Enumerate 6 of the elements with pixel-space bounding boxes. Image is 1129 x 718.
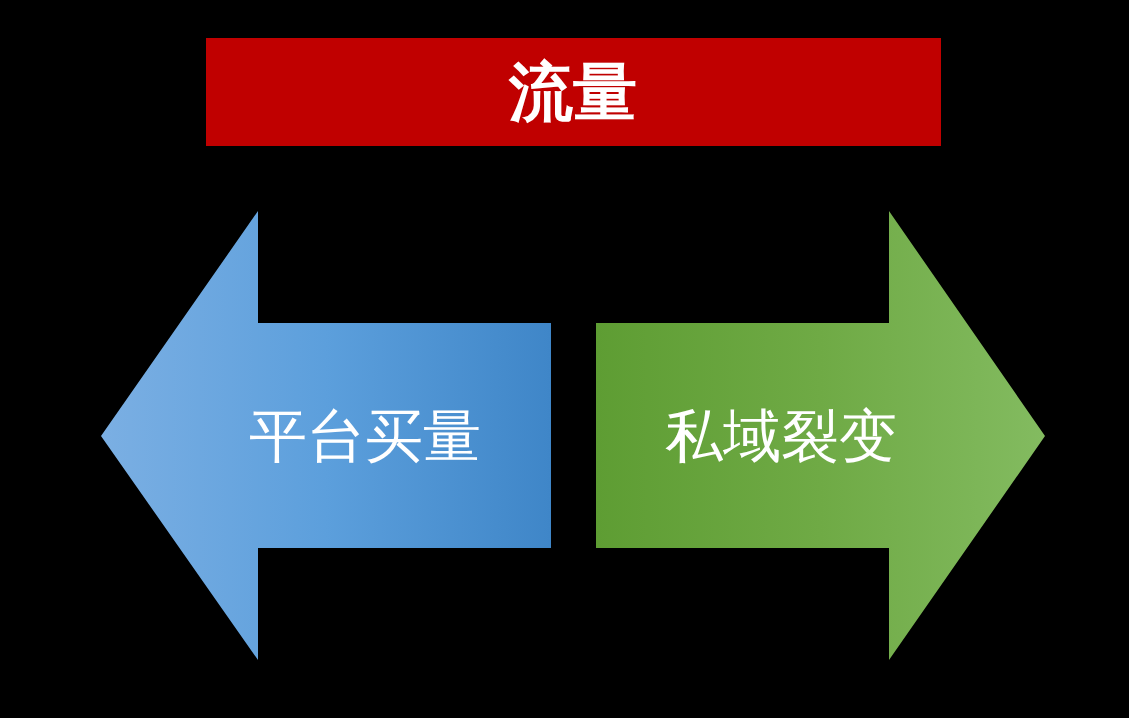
arrow-label: 平台买量 [249, 405, 481, 469]
banner-bar [206, 38, 941, 146]
banner-title: 流量 [509, 56, 637, 128]
arrow-label: 私域裂变 [665, 405, 897, 469]
right-arrow [596, 211, 1045, 660]
left-arrow [101, 211, 551, 660]
